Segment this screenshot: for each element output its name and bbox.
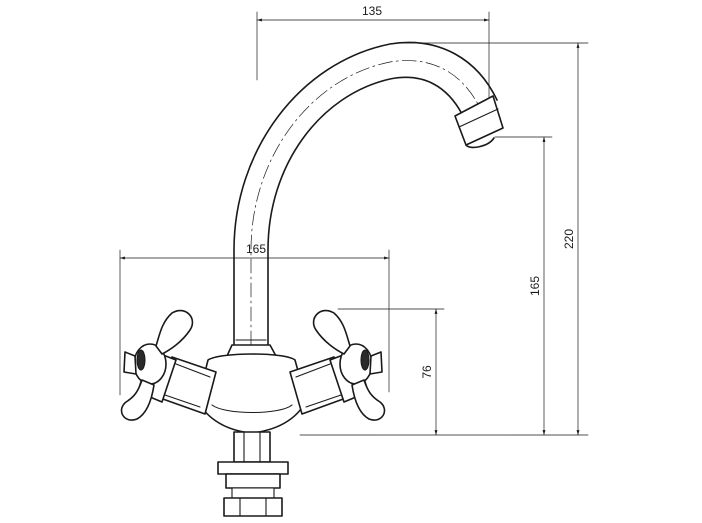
mounting-base <box>217 431 289 517</box>
dimension-spout-reach: 135 <box>256 4 490 99</box>
right-handle <box>312 309 386 421</box>
dimension-label-spout-reach: 135 <box>362 4 382 18</box>
dimension-handle-height: 76 <box>337 308 445 436</box>
dimension-label-spout-outlet-height: 165 <box>528 276 542 296</box>
dimension-label-handle-span: 165 <box>246 242 266 256</box>
dimension-spout-outlet-height: 165 <box>494 136 553 436</box>
aerator <box>454 95 504 149</box>
faucet-body <box>197 353 307 434</box>
spout <box>226 41 504 357</box>
dimension-label-total-height: 220 <box>562 229 576 249</box>
dimension-handle-span: 165 <box>119 242 390 396</box>
left-handle <box>120 309 194 421</box>
dimension-label-handle-height: 76 <box>420 365 434 379</box>
dimension-total-height: 220 <box>299 42 589 436</box>
